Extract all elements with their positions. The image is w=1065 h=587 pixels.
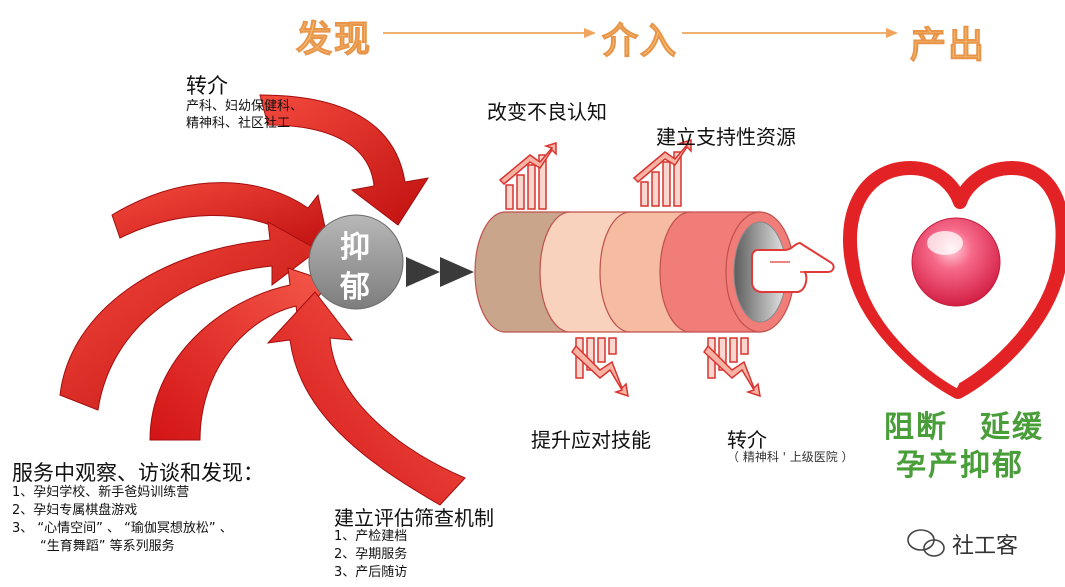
uptrend-icon-2 bbox=[632, 138, 692, 207]
screening-item-3: 3、产后随访 bbox=[334, 565, 408, 580]
uptrend-icon-1 bbox=[498, 141, 557, 210]
outcome-target: 孕产抑郁 bbox=[896, 448, 1024, 483]
red-arrow-top bbox=[259, 94, 430, 226]
center-label-top: 抑 bbox=[340, 230, 370, 265]
intervention-tube bbox=[474, 211, 795, 333]
referral-title: 转介 bbox=[186, 74, 228, 98]
heart-icon bbox=[842, 161, 1065, 399]
pink-ball bbox=[911, 217, 1001, 307]
stage-intervene: 介入 bbox=[601, 21, 679, 63]
observation-item-3: 3、 “心情空间” 、 “瑜伽冥想放松” 、 bbox=[12, 521, 233, 536]
label-coping-skills: 提升应对技能 bbox=[531, 428, 651, 452]
downtrend-icon-1 bbox=[571, 337, 629, 398]
pointing-hand-icon bbox=[751, 241, 835, 293]
label-build-support: 建立支持性资源 bbox=[656, 125, 796, 149]
screening-item-1: 1、产检建档 bbox=[334, 529, 408, 544]
outcome-block: 阻断 bbox=[884, 410, 948, 445]
observation-item-2: 2、孕妇专属棋盘游戏 bbox=[12, 503, 138, 518]
stage-discover: 发现 bbox=[295, 19, 373, 61]
label-referral-2: 转介 bbox=[727, 428, 767, 452]
wechat-icon bbox=[907, 529, 945, 557]
label-change-cognition: 改变不良认知 bbox=[487, 100, 607, 124]
label-referral-2-sub: （ 精神科 ' 上级医院 ） bbox=[727, 450, 854, 464]
ball-highlight bbox=[927, 231, 963, 255]
stage-arrow-1 bbox=[383, 28, 596, 38]
stage-arrow-2 bbox=[682, 28, 898, 38]
red-arrow-bottom bbox=[266, 291, 466, 506]
stage-output: 产出 bbox=[909, 25, 987, 67]
observation-title: 服务中观察、访谈和发现： bbox=[12, 461, 264, 485]
black-arrowheads bbox=[406, 257, 474, 287]
screening-item-2: 2、孕期服务 bbox=[334, 547, 408, 562]
observation-item-3-cont: “生育舞蹈” 等系列服务 bbox=[40, 539, 175, 554]
referral-line-1: 产科、妇幼保健科、 bbox=[186, 99, 304, 114]
referral-line-2: 精神科、社区社工 bbox=[186, 116, 291, 131]
screening-title: 建立评估筛查机制 bbox=[334, 506, 494, 530]
center-label-bottom: 郁 bbox=[340, 270, 370, 305]
downtrend-icon-2 bbox=[703, 337, 761, 398]
red-arrow-lower-left bbox=[149, 267, 331, 441]
outcome-delay: 延缓 bbox=[980, 410, 1044, 445]
watermark-text: 社工客 bbox=[952, 534, 1019, 559]
observation-item-1: 1、孕妇学校、新手爸妈训练营 bbox=[12, 485, 190, 500]
depression-disc bbox=[308, 214, 404, 310]
